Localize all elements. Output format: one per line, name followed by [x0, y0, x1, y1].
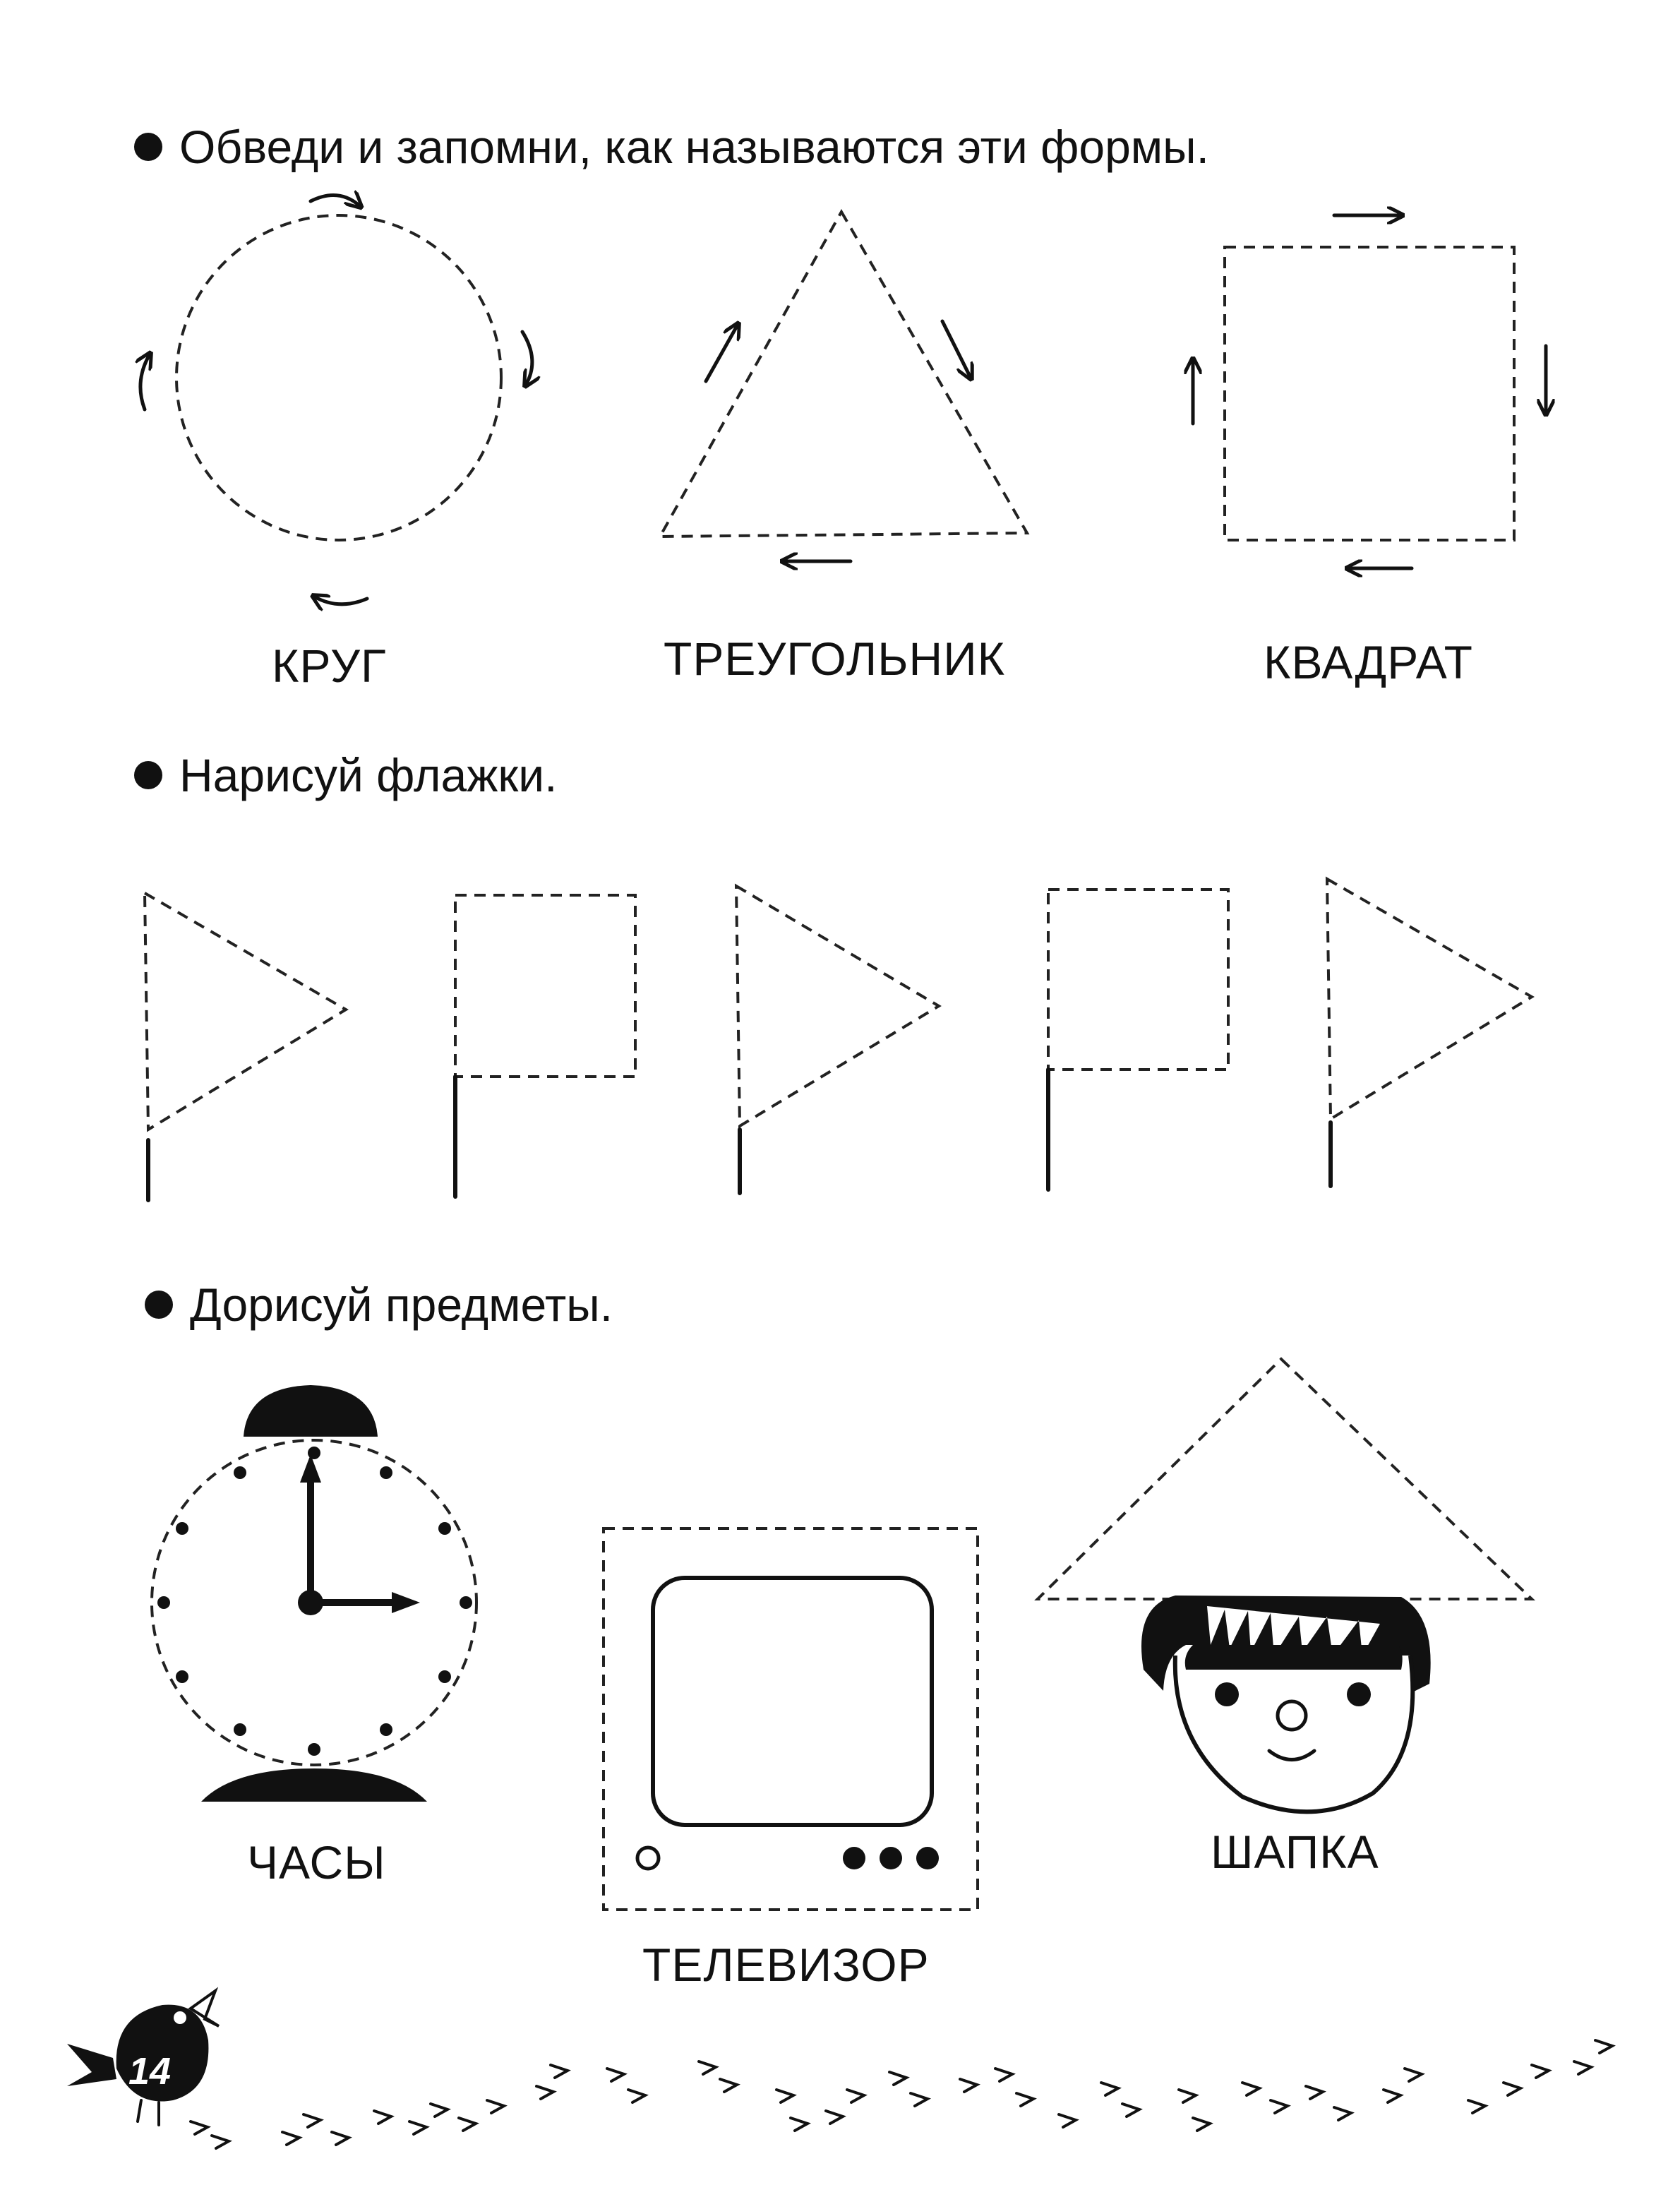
triangle-arrows	[704, 321, 971, 561]
tv-label: ТЕЛЕВИЗОР	[642, 1939, 930, 1991]
tv-knob-icon	[635, 1845, 661, 1871]
task1-text: Обведи и запомни, как называются эти фор…	[179, 121, 1209, 173]
bullet-icon	[134, 760, 162, 789]
boy-face-icon[interactable]	[1034, 1357, 1535, 1814]
task2-text: Нарисуй флажки.	[179, 749, 558, 801]
square-label: КВАДРАТ	[1264, 636, 1473, 688]
task2-heading: Нарисуй флажки.	[134, 748, 557, 802]
flag-triangle-3[interactable]	[1325, 876, 1535, 1188]
clock-bell-icon	[244, 1385, 378, 1437]
bird-icon	[67, 1987, 220, 2126]
flag-triangle-1[interactable]	[143, 890, 349, 1202]
square-arrows	[1193, 215, 1546, 568]
tv-icon[interactable]	[602, 1527, 979, 1911]
clock-hour-dots	[157, 1447, 472, 1756]
task3-text: Дорисуй предметы.	[190, 1279, 613, 1331]
hat-label: ШАПКА	[1211, 1826, 1379, 1878]
bullet-icon	[145, 1290, 173, 1319]
clock-icon[interactable]	[150, 1385, 478, 1802]
footprints-icon	[189, 2039, 1616, 2150]
flag-square-1[interactable]	[453, 894, 637, 1199]
dotted-circle[interactable]	[175, 214, 503, 541]
hat-dotted-triangle	[1034, 1357, 1535, 1600]
dotted-square[interactable]	[1223, 246, 1516, 541]
task1-heading: Обведи и запомни, как называются эти фор…	[134, 120, 1209, 174]
dotted-triangle[interactable]	[657, 208, 1030, 539]
tv-screen	[651, 1576, 934, 1827]
triangle-label: ТРЕУГОЛЬНИК	[664, 633, 1006, 685]
flag-triangle-2[interactable]	[734, 883, 942, 1195]
task3-heading: Дорисуй предметы.	[145, 1278, 613, 1331]
clock-base-icon	[201, 1768, 427, 1802]
circle-label: КРУГ	[272, 640, 387, 692]
clock-label: ЧАСЫ	[247, 1836, 386, 1888]
bullet-icon	[134, 132, 162, 161]
circle-arrows	[140, 195, 532, 604]
page-number: 14	[128, 2050, 171, 2093]
flag-square-2[interactable]	[1046, 888, 1230, 1192]
